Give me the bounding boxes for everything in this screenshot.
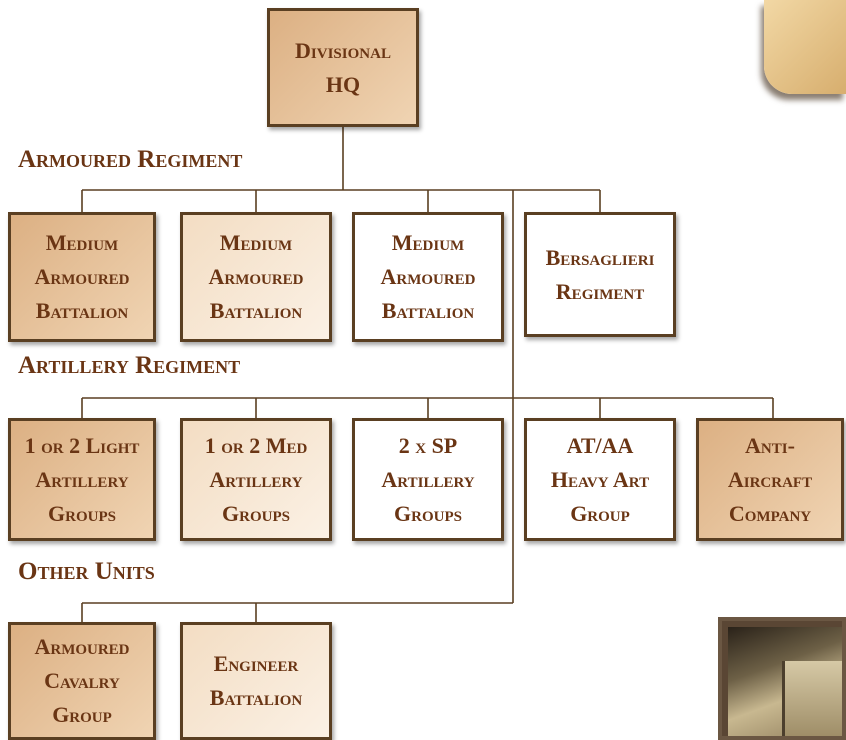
unit-label: Engineer Battalion xyxy=(209,651,303,710)
unit-label: 1 or 2 Light Artillery Groups xyxy=(24,432,140,526)
unit-box-at-aa-heavy-art-group: AT/AA Heavy Art Group xyxy=(524,418,676,541)
unit-label: 1 or 2 Med Artillery Groups xyxy=(204,432,308,526)
unit-label: Medium Armoured Battalion xyxy=(380,230,476,323)
unit-box-engineer-battalion: Engineer Battalion xyxy=(180,622,332,740)
section-heading-armoured: Armoured Regiment xyxy=(18,146,243,173)
section-heading-artillery: Artillery Regiment xyxy=(18,352,241,379)
hq-box: Divisional HQ xyxy=(267,8,419,127)
unit-label: AT/AA Heavy Art Group xyxy=(550,432,650,526)
unit-box-medium-armoured-1: Medium Armoured Battalion xyxy=(8,212,156,342)
unit-box-bersaglieri-regiment: Bersaglieri Regiment xyxy=(524,212,676,337)
unit-label: Bersaglieri Regiment xyxy=(545,244,655,304)
unit-box-armoured-cavalry-group: Armoured Cavalry Group xyxy=(8,622,156,740)
section-heading-other: Other Units xyxy=(18,558,155,585)
unit-label: Armoured Cavalry Group xyxy=(34,634,130,727)
photo-corner-bottom xyxy=(718,617,846,740)
unit-box-sp-artillery-groups: 2 x SP Artillery Groups xyxy=(352,418,504,541)
unit-label: Anti- Aircraft Company xyxy=(727,432,813,526)
unit-label: Medium Armoured Battalion xyxy=(34,230,130,323)
unit-box-light-artillery-groups: 1 or 2 Light Artillery Groups xyxy=(8,418,156,541)
unit-box-medium-armoured-3: Medium Armoured Battalion xyxy=(352,212,504,342)
unit-label: Medium Armoured Battalion xyxy=(208,230,304,323)
unit-box-med-artillery-groups: 1 or 2 Med Artillery Groups xyxy=(180,418,332,541)
photo-corner-top xyxy=(764,0,846,94)
hq-label: Divisional HQ xyxy=(295,37,391,97)
unit-label: 2 x SP Artillery Groups xyxy=(381,432,475,526)
unit-box-medium-armoured-2: Medium Armoured Battalion xyxy=(180,212,332,342)
unit-box-anti-aircraft-company: Anti- Aircraft Company xyxy=(696,418,844,541)
